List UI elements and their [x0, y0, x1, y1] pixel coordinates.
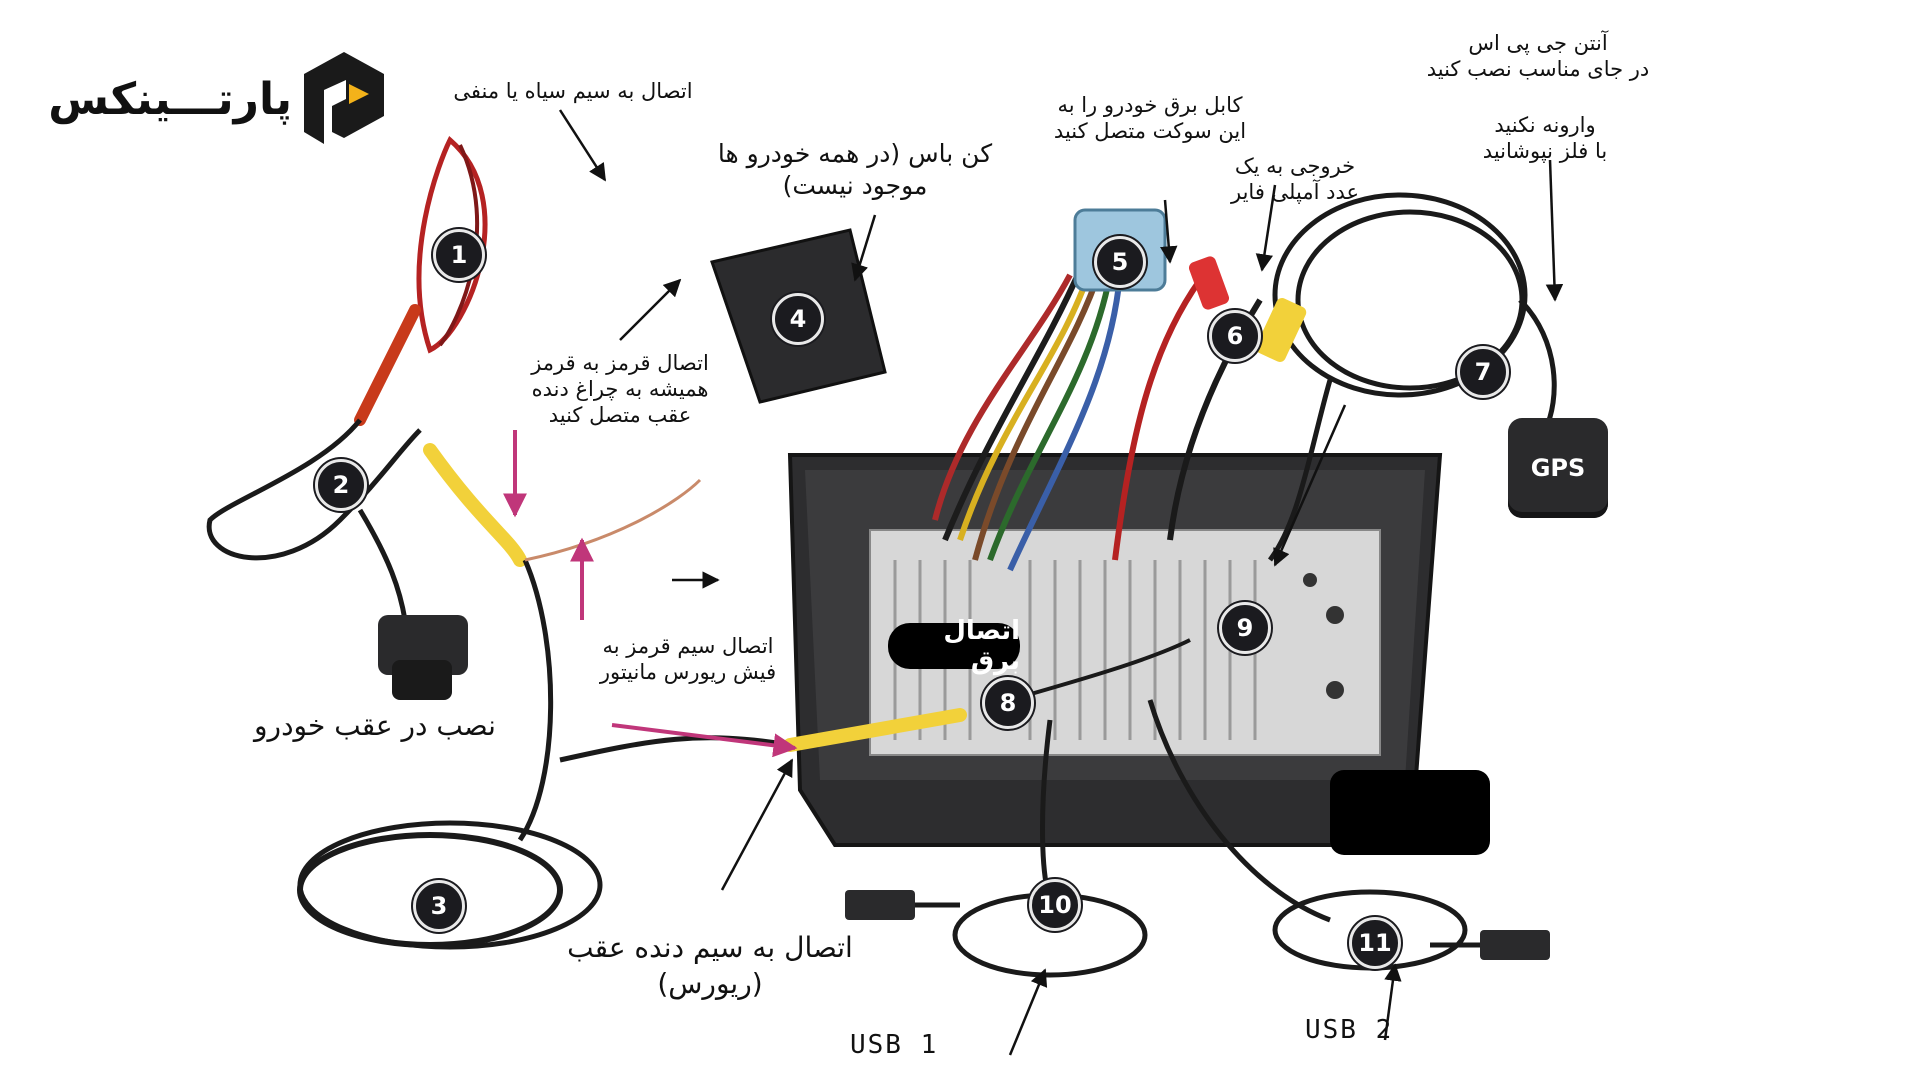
- note-red-to-red-line1: اتصال قرمز به قرمز: [531, 351, 709, 375]
- note-power-cable: کابل برق خودرو را به این سوکت متصل کنید: [1040, 92, 1260, 144]
- brand-logo: پارتـــینکس: [48, 44, 392, 154]
- badge-10: 10: [1029, 879, 1081, 931]
- note-power-cable-line2: این سوکت متصل کنید: [1053, 119, 1247, 143]
- pointer-arrows: [558, 109, 1564, 1056]
- note-gps-antenna: آنتن جی پی اس در جای مناسب نصب کنید: [1418, 30, 1658, 82]
- main-harness: [932, 268, 1123, 572]
- note-red-to-red: اتصال قرمز به قرمز همیشه به چراغ دنده عق…: [525, 350, 715, 428]
- note-amplifier-line1: خروجی به یک: [1234, 154, 1356, 178]
- note-reverse-wire-line1: اتصال به سیم دنده عقب: [567, 931, 853, 964]
- gps-antenna-cable: [1267, 192, 1557, 562]
- brand-mark-icon: [304, 52, 384, 144]
- badge-11: 11: [1349, 917, 1401, 969]
- reverse-camera-cable: [206, 136, 791, 950]
- note-gps-warning-line2: با فلز نپوشانید: [1482, 139, 1608, 163]
- brand-name: پارتـــینکس: [48, 74, 292, 125]
- note-amplifier-line2: عدد آمپلی فایر: [1231, 180, 1359, 204]
- note-gps-warning: وارونه نکنید با فلز نپوشانید: [1470, 112, 1620, 164]
- highlight-arrows: [503, 430, 798, 758]
- note-red-to-monitor-line1: اتصال سیم قرمز به: [602, 634, 774, 658]
- usb2-label: USB 2: [1305, 1015, 1394, 1045]
- badge-8: 8: [982, 677, 1034, 729]
- note-red-to-red-line2: همیشه به چراغ دنده: [531, 377, 709, 401]
- note-gps-antenna-line1: آنتن جی پی اس: [1468, 31, 1608, 55]
- badge-9: 9: [1219, 602, 1271, 654]
- note-red-to-monitor-line2: فیش ریورس مانیتور: [599, 660, 777, 684]
- note-red-to-red-line3: عقب متصل کنید: [548, 403, 692, 427]
- note-canbus-line2: موجود نیست): [782, 171, 928, 200]
- usb1-label: USB 1: [850, 1030, 939, 1060]
- note-red-to-monitor: اتصال سیم قرمز به فیش ریورس مانیتور: [588, 633, 788, 685]
- gps-module: GPS: [1508, 418, 1608, 518]
- badge-3: 3: [413, 880, 465, 932]
- badge-5: 5: [1094, 236, 1146, 288]
- usb2-connector: [1480, 930, 1550, 960]
- note-gps-antenna-line2: در جای مناسب نصب کنید: [1426, 57, 1650, 81]
- note-gps-warning-line1: وارونه نکنید: [1494, 113, 1596, 137]
- note-canbus-line1: کن باس (در همه خودرو ها: [717, 139, 993, 168]
- badge-4: 4: [772, 293, 824, 345]
- power-connection-label: اتصال برق: [888, 616, 1020, 676]
- note-power-cable-line1: کابل برق خودرو را به: [1057, 93, 1243, 117]
- note-camera-mount: نصب در عقب خودرو: [254, 709, 496, 742]
- gps-module-label: GPS: [1530, 454, 1586, 482]
- usb1-connector: [845, 890, 915, 920]
- note-canbus: کن باس (در همه خودرو ها موجود نیست): [705, 138, 1005, 202]
- badge-7: 7: [1457, 346, 1509, 398]
- badge-2: 2: [315, 459, 367, 511]
- badge-6: 6: [1209, 310, 1261, 362]
- note-black-wire: اتصال به سیم سیاه یا منفی: [453, 79, 693, 103]
- note-reverse-wire: اتصال به سیم دنده عقب (ریورس): [560, 930, 860, 1002]
- note-reverse-wire-line2: (ریورس): [657, 967, 763, 1000]
- badge-1: 1: [433, 229, 485, 281]
- note-amplifier: خروجی به یک عدد آمپلی فایر: [1215, 153, 1375, 205]
- reverse-rca-plug: [783, 708, 967, 752]
